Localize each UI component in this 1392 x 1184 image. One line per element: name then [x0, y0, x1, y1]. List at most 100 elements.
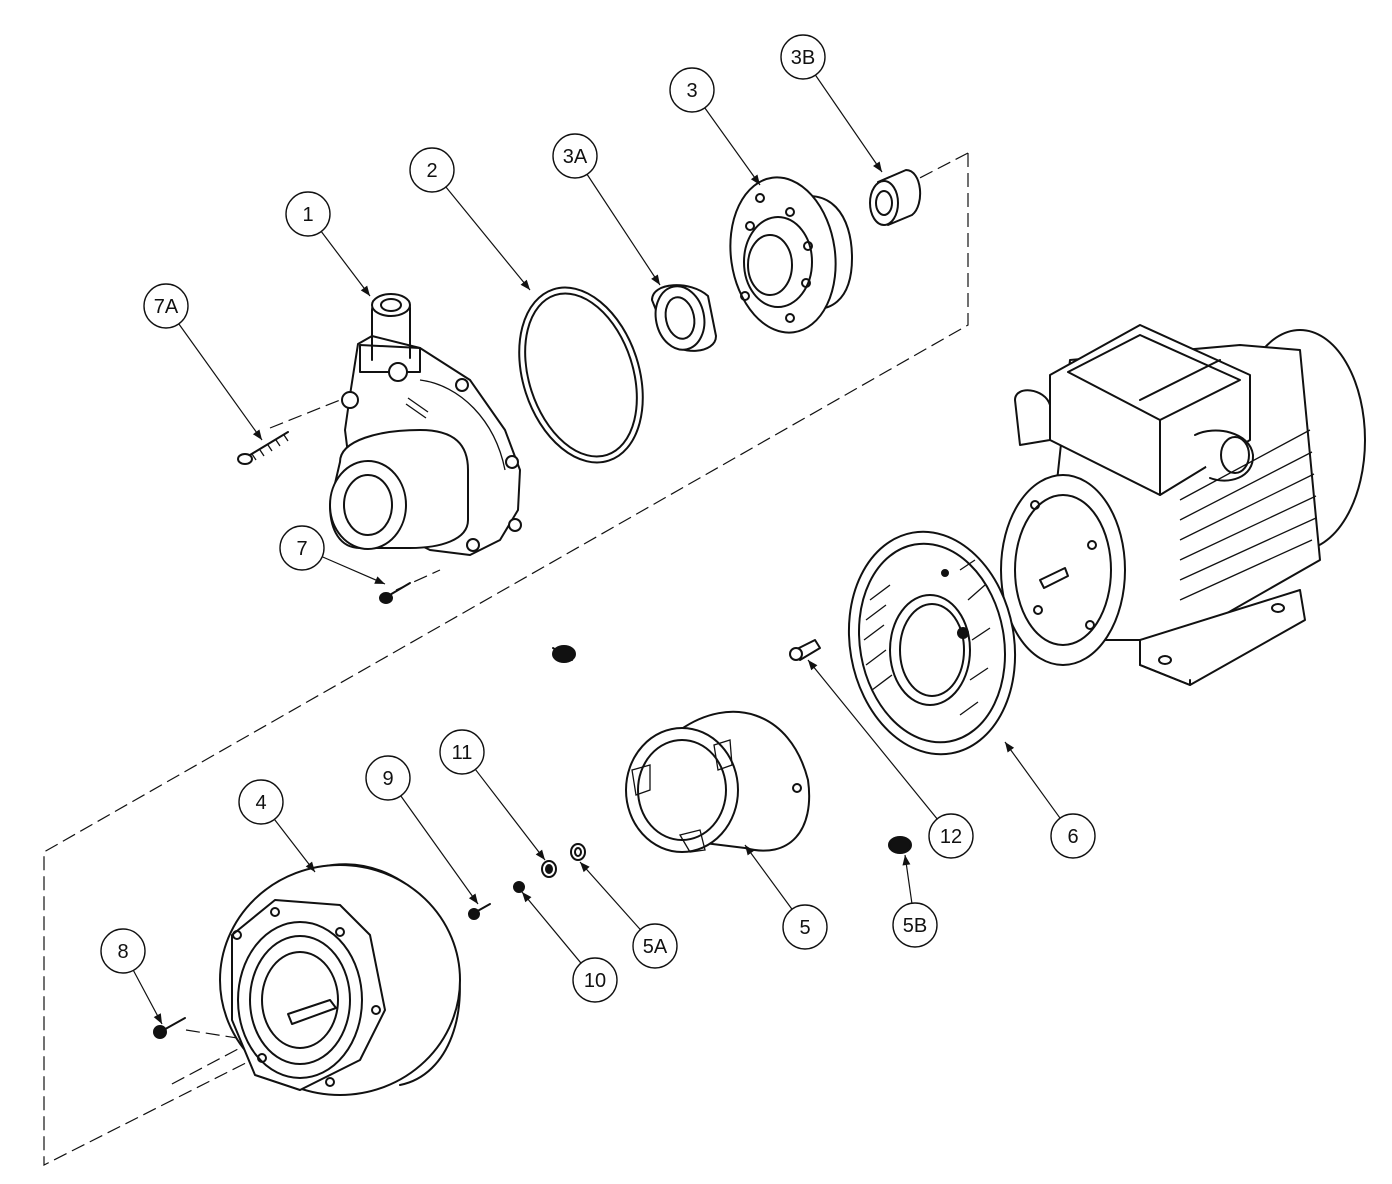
rear-housing-part — [219, 863, 461, 1096]
callout-arrowhead — [360, 285, 370, 296]
callout-arrowhead — [745, 845, 755, 856]
callout-circle — [780, 34, 826, 80]
callout-circle — [782, 904, 828, 950]
callout-label: 1 — [302, 204, 313, 226]
callout-circle — [1050, 813, 1096, 859]
callout-3b: 3B — [780, 34, 883, 173]
callout-arrowhead — [580, 862, 590, 873]
callout-label: 4 — [255, 792, 266, 814]
small-washers — [513, 843, 586, 893]
callout-label: 12 — [940, 826, 962, 848]
callout-leader-line — [474, 769, 546, 861]
callout-label: 5A — [643, 936, 668, 958]
callout-arrowhead — [468, 893, 478, 904]
callout-arrowhead — [305, 861, 315, 872]
callout-4: 4 — [238, 779, 316, 873]
callout-label: 5B — [903, 915, 927, 937]
callout-2: 2 — [409, 147, 531, 291]
pump-casing-part — [329, 293, 522, 556]
callout-circle — [892, 902, 938, 948]
callout-circle — [439, 729, 485, 775]
small-screw-part — [468, 903, 491, 920]
callout-arrowhead — [374, 576, 385, 584]
callout-leader-line — [807, 659, 938, 820]
callout-label: 3A — [563, 146, 588, 168]
callout-arrowhead — [252, 429, 262, 440]
callout-label: 8 — [117, 941, 128, 963]
callout-leader-line — [321, 556, 386, 585]
callout-5a: 5A — [579, 861, 678, 969]
callout-leader-line — [178, 323, 263, 441]
callout-leader-line — [445, 186, 531, 291]
short-screw-part — [379, 582, 411, 604]
callout-10: 10 — [521, 891, 618, 1003]
bushing-part — [869, 169, 922, 226]
callout-circle — [669, 67, 715, 113]
callout-8: 8 — [100, 928, 163, 1025]
callout-leader-line — [521, 891, 582, 964]
callout-leader-line — [320, 231, 371, 297]
callout-leader-line — [586, 174, 661, 286]
callout-arrowhead — [902, 855, 911, 866]
housing-screw-part — [153, 1017, 186, 1039]
callout-label: 7 — [296, 538, 307, 560]
callout-label: 3B — [791, 47, 815, 69]
cap-screw-part — [789, 639, 821, 661]
set-screw-upper-part — [552, 645, 576, 663]
callout-leader-line — [744, 844, 793, 910]
adapter-flange-part — [847, 530, 1017, 756]
callout-label: 10 — [584, 970, 606, 992]
callout-label: 9 — [382, 768, 393, 790]
callout-label: 7A — [154, 296, 179, 318]
callout-9: 9 — [365, 755, 479, 905]
callout-7a: 7A — [143, 283, 263, 441]
callout-arrowhead — [873, 161, 882, 172]
electric-motor — [1000, 324, 1366, 686]
callout-label: 11 — [452, 742, 473, 764]
bearing-housing-part — [729, 176, 853, 334]
callout-label: 2 — [426, 160, 437, 182]
callout-11: 11 — [439, 729, 546, 861]
callout-arrowhead — [535, 849, 545, 860]
callout-circle — [238, 779, 284, 825]
callout-arrowhead — [808, 660, 818, 671]
callout-label: 5 — [799, 917, 810, 939]
callout-1: 1 — [285, 191, 371, 297]
callout-leader-line — [1004, 741, 1061, 819]
callout-circle — [928, 813, 974, 859]
callout-circle — [409, 147, 455, 193]
callout-leader-line — [579, 861, 641, 930]
callout-arrowhead — [522, 892, 532, 903]
callout-circle — [285, 191, 331, 237]
callout-circle — [572, 957, 618, 1003]
callout-arrowhead — [651, 274, 660, 285]
callout-leader-line — [400, 795, 479, 905]
callout-leader-line — [132, 970, 163, 1025]
magnet-drum-part — [625, 710, 811, 853]
callout-6: 6 — [1004, 741, 1096, 859]
callout-circle — [552, 133, 598, 179]
long-screw-part — [237, 431, 289, 465]
callout-arrowhead — [750, 174, 760, 185]
callout-arrowhead — [153, 1013, 162, 1024]
callout-circle — [143, 283, 189, 329]
callout-arrowhead — [520, 279, 530, 290]
o-ring-part — [518, 286, 644, 464]
callout-3: 3 — [669, 67, 761, 186]
callout-leader-line — [814, 74, 883, 173]
set-screw-part — [888, 836, 912, 854]
callout-leader-line — [273, 819, 316, 873]
callout-circle — [365, 755, 411, 801]
callout-7: 7 — [279, 525, 386, 585]
callout-label: 6 — [1067, 826, 1078, 848]
seal-ring-part — [651, 284, 717, 352]
callout-5: 5 — [744, 844, 828, 950]
callout-12: 12 — [807, 659, 974, 859]
callout-5b: 5B — [892, 854, 938, 948]
callout-circle — [632, 923, 678, 969]
callout-circle — [279, 525, 325, 571]
callout-leader-line — [704, 107, 761, 186]
